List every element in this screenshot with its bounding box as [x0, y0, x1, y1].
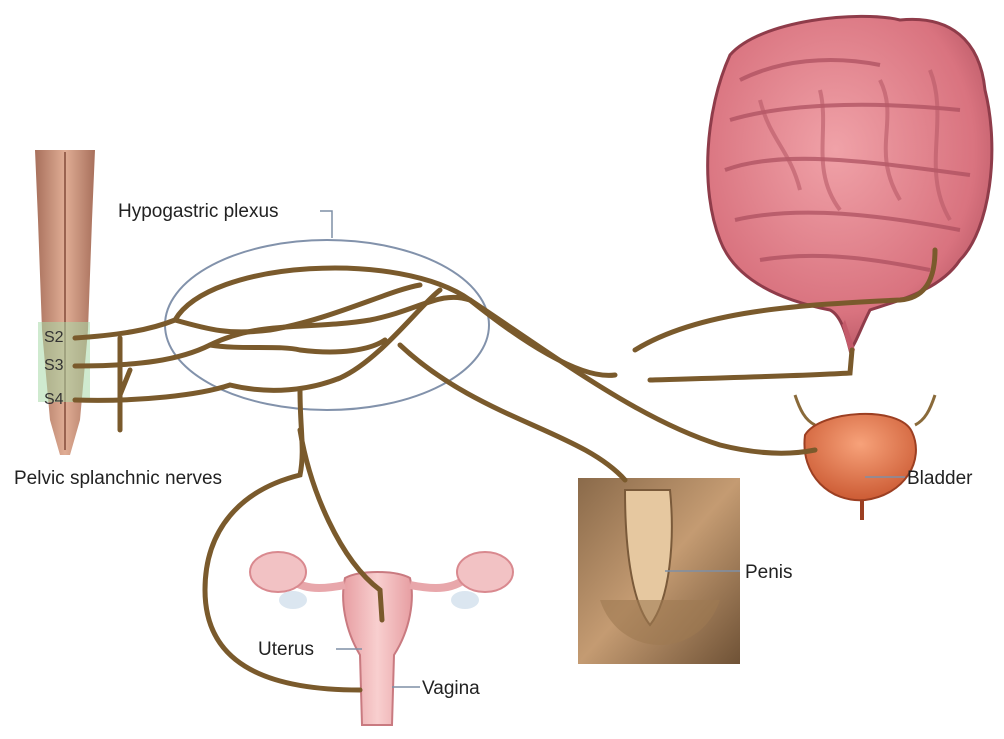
hypogastric-plexus-label: Hypogastric plexus: [118, 202, 279, 221]
vagina-label: Vagina: [422, 679, 480, 698]
segment-s2-label: S2: [44, 330, 64, 346]
segment-s4-label: S4: [44, 392, 64, 408]
spinal-cord: [35, 150, 95, 455]
bladder-label: Bladder: [907, 469, 973, 488]
penis-label: Penis: [745, 563, 793, 582]
uterus-label: Uterus: [258, 640, 314, 659]
bladder-illustration: [795, 395, 935, 520]
segment-s3-label: S3: [44, 358, 64, 374]
pelvic-splanchnic-nerves-label: Pelvic splanchnic nerves: [14, 469, 222, 488]
